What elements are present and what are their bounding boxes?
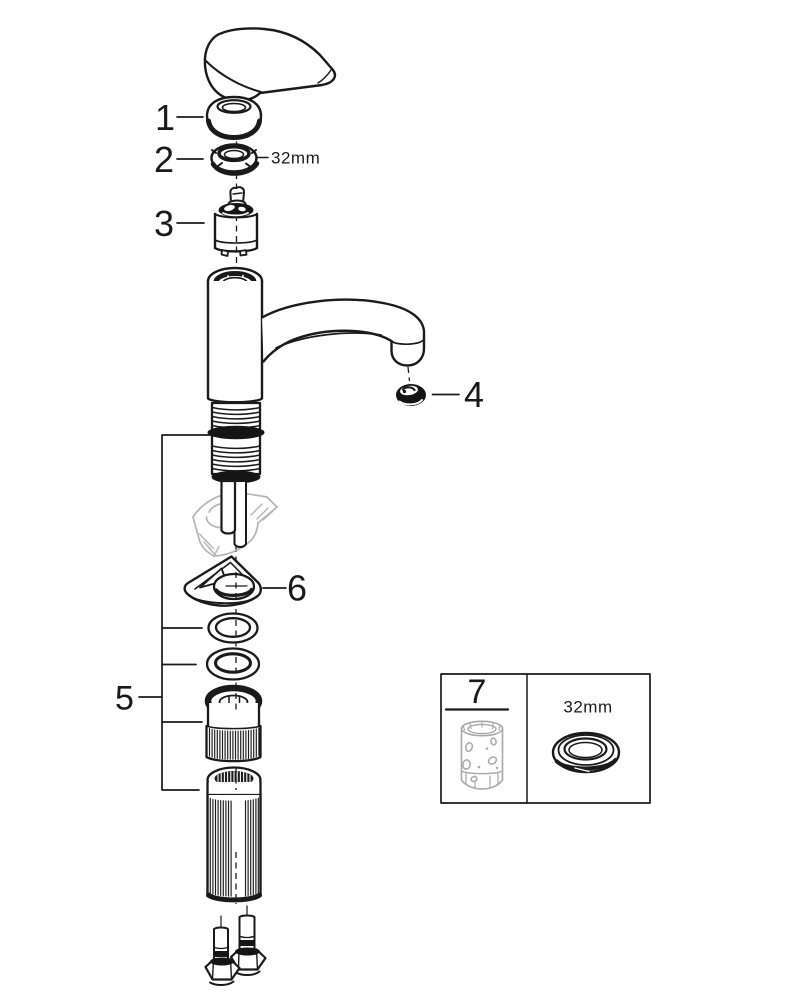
part-3-cartridge <box>213 186 259 257</box>
shank-o-ring <box>207 425 265 440</box>
lever-handle <box>203 27 337 102</box>
mounting-nut <box>204 684 263 763</box>
part-4-mousseur <box>396 384 426 406</box>
part-2-size-note: 32mm <box>271 149 320 168</box>
lower-sleeve <box>206 766 262 903</box>
sleeve-ribs <box>209 797 259 897</box>
part-6-mounting-triangle <box>183 555 262 607</box>
faucet-body <box>206 266 426 404</box>
inset-box: 7 32mm <box>440 673 651 804</box>
part-5-label: 5 <box>115 680 134 718</box>
callout-6: 6 <box>262 568 307 609</box>
part-2-fastening-ring <box>210 143 260 176</box>
inset-ring-size-label: 32mm <box>563 698 612 717</box>
callout-2: 2 32mm <box>154 139 320 180</box>
part-2-label: 2 <box>154 139 174 180</box>
part-1-label: 1 <box>155 97 175 138</box>
part-3-label: 3 <box>154 203 174 244</box>
part-6-label: 6 <box>287 568 307 609</box>
part-4-label: 4 <box>464 374 484 415</box>
spout <box>260 298 426 367</box>
supply-connector-right <box>229 905 267 976</box>
supply-connector-left <box>204 915 241 986</box>
callout-4: 4 <box>431 374 484 415</box>
callout-3: 3 <box>154 203 205 244</box>
nut-knurling <box>208 727 260 760</box>
inset-ring-32mm: 32mm <box>551 698 621 774</box>
washer-lower <box>205 647 261 681</box>
callout-1: 1 <box>155 97 204 138</box>
socket-tool <box>460 720 504 790</box>
supply-pipes <box>220 479 247 548</box>
threaded-shank <box>207 401 265 484</box>
part-7-label: 7 <box>468 673 487 711</box>
callout-5: 5 <box>115 434 213 791</box>
part-1-escutcheon-cap <box>205 95 263 140</box>
washer-upper <box>207 612 259 644</box>
